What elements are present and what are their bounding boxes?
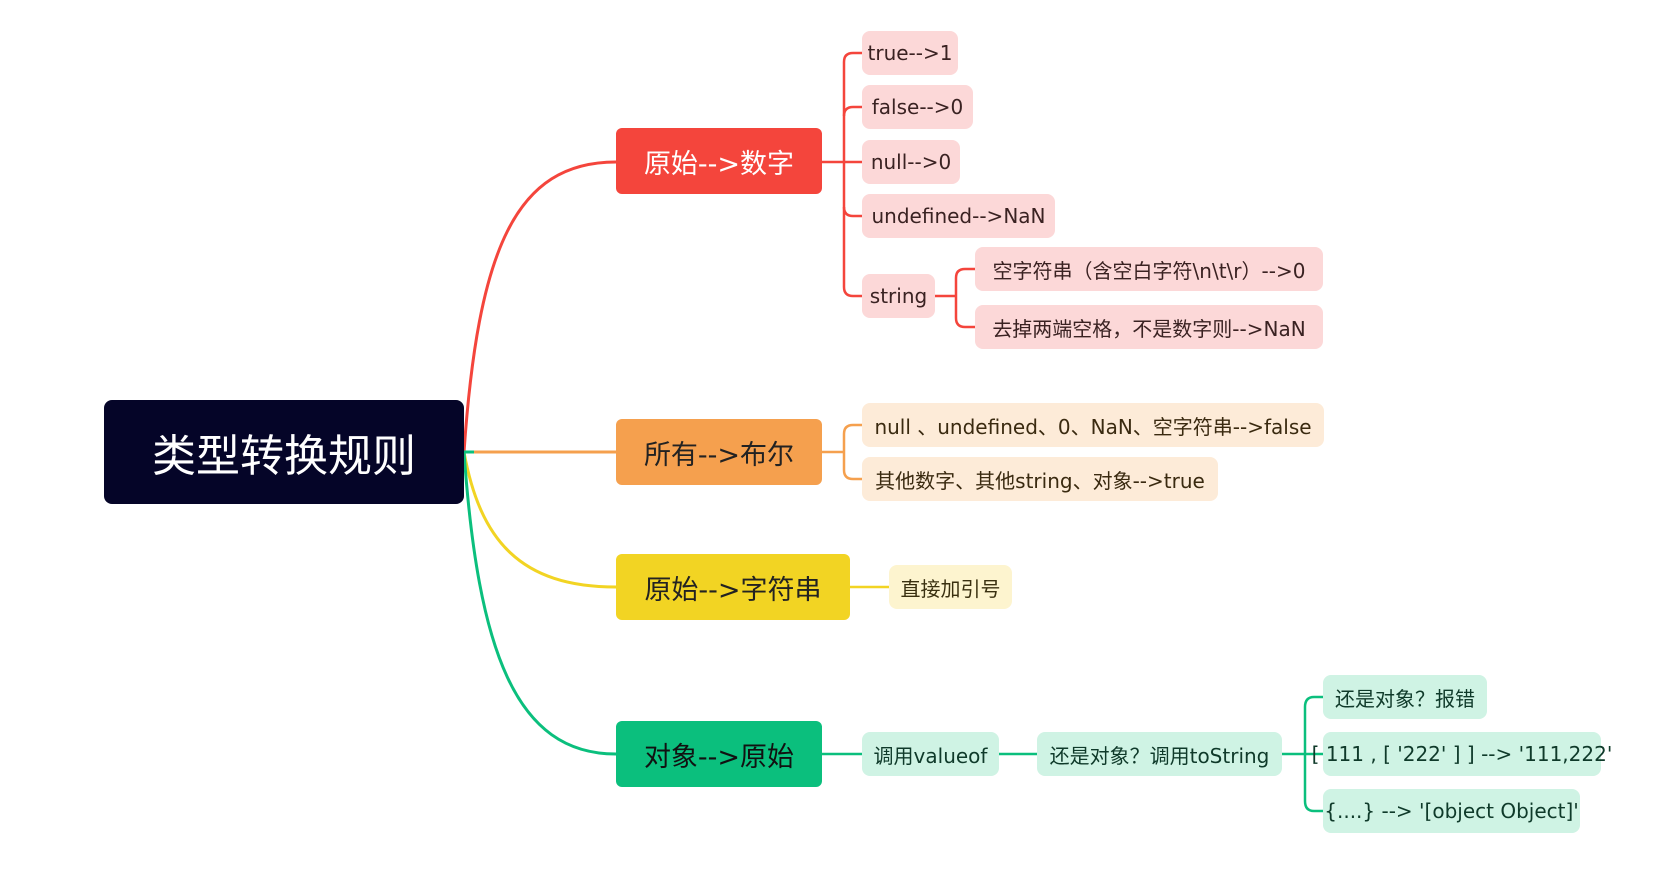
branch-to-boolean[interactable]: 所有-->布尔 — [616, 419, 822, 485]
leaf-add-quotes[interactable]: 直接加引号 — [889, 565, 1012, 609]
leaf-false[interactable]: false-->0 — [862, 85, 973, 129]
green-links — [822, 695, 1323, 813]
leaf-falsy-values[interactable]: null 、undefined、0、NaN、空字符串-->false — [862, 403, 1324, 447]
leaf-null[interactable]: null-->0 — [862, 140, 960, 184]
string-bracket — [935, 267, 975, 329]
leaf-array-result[interactable]: [ 111 , [ '222' ] ] --> '111,222' — [1312, 732, 1612, 776]
leaf-string[interactable]: string — [862, 274, 935, 318]
branch-to-string[interactable]: 原始-->字符串 — [616, 554, 850, 620]
leaf-true[interactable]: true-->1 — [862, 31, 958, 75]
leaf-empty-string[interactable]: 空字符串（含空白字符\n\t\r）-->0 — [975, 247, 1323, 291]
branch-to-number[interactable]: 原始-->数字 — [616, 128, 822, 194]
leaf-object-result[interactable]: {....} --> '[object Object]' — [1323, 789, 1580, 833]
red-bracket — [822, 51, 862, 298]
link-root-object — [462, 451, 617, 756]
link-root-string — [462, 451, 617, 589]
leaf-call-tostring[interactable]: 还是对象？调用toString — [1037, 732, 1282, 776]
root-node[interactable]: 类型转换规则 — [104, 400, 464, 504]
branch-object-to-primitive[interactable]: 对象-->原始 — [616, 721, 822, 787]
leaf-undefined[interactable]: undefined-->NaN — [862, 194, 1055, 238]
link-root-number — [462, 160, 617, 453]
leaf-call-valueof[interactable]: 调用valueof — [862, 732, 999, 776]
orange-bracket — [822, 423, 862, 481]
leaf-truthy-values[interactable]: 其他数字、其他string、对象-->true — [862, 457, 1218, 501]
leaf-throw-error[interactable]: 还是对象？报错 — [1323, 675, 1487, 719]
leaf-trim-string[interactable]: 去掉两端空格，不是数字则-->NaN — [975, 305, 1323, 349]
